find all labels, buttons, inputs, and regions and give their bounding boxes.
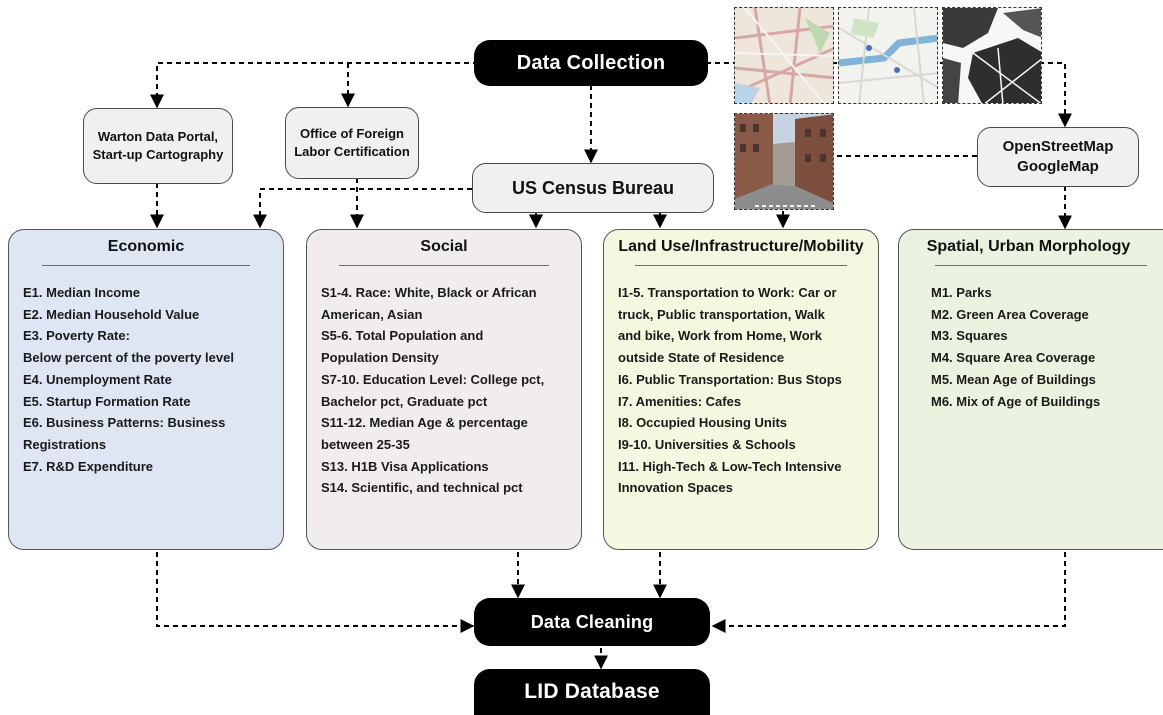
osm-line-1: OpenStreetMap xyxy=(1002,137,1114,155)
social-list: S1-4. Race: White, Black or African Amer… xyxy=(321,282,567,499)
economic-list: E1. Median Income E2. Median Household V… xyxy=(23,282,269,477)
spatial-panel: Spatial, Urban Morphology M1. Parks M2. … xyxy=(898,229,1163,550)
building-footprint-thumbnail xyxy=(942,7,1042,104)
social-item: S1-4. Race: White, Black or African xyxy=(321,285,537,300)
economic-title: Economic xyxy=(107,238,185,255)
data-collection-label: Data Collection xyxy=(516,51,666,74)
land-use-panel: Land Use/Infrastructure/Mobility I1-5. T… xyxy=(603,229,879,550)
land-use-title: Land Use/Infrastructure/Mobility xyxy=(618,238,864,255)
warton-line-2: Start-up Cartography xyxy=(92,147,224,162)
social-item: Population Density xyxy=(321,350,439,366)
us-census-box: US Census Bureau xyxy=(472,163,714,213)
social-title: Social xyxy=(420,238,468,255)
data-collection-node: Data Collection xyxy=(474,40,708,86)
economic-item: E1. Median Income xyxy=(23,285,141,300)
social-item: American, Asian xyxy=(321,306,423,322)
social-item: S11-12. Median Age & percentage xyxy=(321,415,528,431)
street-map-thumbnail xyxy=(734,7,834,104)
spatial-item: M2. Green Area Coverage xyxy=(931,306,1089,322)
social-item: S13. H1B Visa Applications xyxy=(321,458,489,474)
land-use-item: truck, Public transportation, Walk xyxy=(618,306,825,322)
oflc-source-box: Office of Foreign Labor Certification xyxy=(285,107,419,179)
transit-map-thumbnail xyxy=(838,7,938,104)
economic-item: E6. Business Patterns: Business xyxy=(23,415,226,431)
land-use-item: I1-5. Transportation to Work: Car or xyxy=(618,285,837,300)
land-use-list: I1-5. Transportation to Work: Car or tru… xyxy=(618,282,864,499)
oflc-line-2: Labor Certification xyxy=(294,144,410,159)
warton-line-1: Warton Data Portal, xyxy=(97,129,219,145)
land-use-item: I8. Occupied Housing Units xyxy=(618,415,788,431)
spatial-divider xyxy=(935,265,1147,266)
economic-item: E4. Unemployment Rate xyxy=(23,371,172,387)
economic-item: E2. Median Household Value xyxy=(23,306,200,322)
spatial-item: M4. Square Area Coverage xyxy=(931,350,1096,366)
land-use-item: I9-10. Universities & Schools xyxy=(618,436,796,452)
osm-line-2: GoogleMap xyxy=(1017,158,1099,175)
economic-divider xyxy=(42,265,250,266)
land-use-item: and bike, Work from Home, Work xyxy=(618,328,822,344)
spatial-item: M6. Mix of Age of Buildings xyxy=(931,393,1101,409)
social-item: between 25-35 xyxy=(321,436,410,452)
economic-item: E5. Startup Formation Rate xyxy=(23,393,191,409)
data-cleaning-label: Data Cleaning xyxy=(530,611,654,632)
social-item: S14. Scientific, and technical pct xyxy=(321,480,523,496)
social-item: S5-6. Total Population and xyxy=(321,328,484,344)
land-use-divider xyxy=(635,265,847,266)
spatial-list: M1. Parks M2. Green Area Coverage M3. Sq… xyxy=(913,282,1152,412)
spatial-item: M1. Parks xyxy=(931,285,992,300)
arrow-census-to-economic xyxy=(253,188,472,229)
land-use-item: I11. High-Tech & Low-Tech Intensive xyxy=(618,458,842,474)
economic-item: Registrations xyxy=(23,436,107,452)
economic-item: E7. R&D Expenditure xyxy=(23,458,154,474)
spatial-item: M5. Mean Age of Buildings xyxy=(931,371,1096,387)
arrow-collection-to-warton xyxy=(150,62,478,109)
land-use-item: I7. Amenities: Cafes xyxy=(618,393,742,409)
warton-source-box: Warton Data Portal, Start-up Cartography xyxy=(83,108,233,184)
street-view-photo xyxy=(734,113,834,210)
land-use-item: outside State of Residence xyxy=(618,350,785,366)
social-divider xyxy=(339,265,549,266)
spatial-title: Spatial, Urban Morphology xyxy=(926,238,1131,255)
economic-panel: Economic E1. Median Income E2. Median Ho… xyxy=(8,229,284,550)
arrow-economic-to-cleaning xyxy=(156,552,475,633)
land-use-item: I6. Public Transportation: Bus Stops xyxy=(618,371,842,387)
economic-item: Below percent of the poverty level xyxy=(23,350,234,366)
economic-item: E3. Poverty Rate: xyxy=(23,328,130,344)
social-item: Bachelor pct, Graduate pct xyxy=(321,393,488,409)
social-panel: Social S1-4. Race: White, Black or Afric… xyxy=(306,229,582,550)
osm-source-box: OpenStreetMap GoogleMap xyxy=(977,127,1139,187)
oflc-line-1: Office of Foreign xyxy=(299,126,404,142)
lid-database-label: LID Database xyxy=(524,680,660,703)
lid-database-node: LID Database xyxy=(474,669,710,715)
spatial-item: M3. Squares xyxy=(931,328,1008,344)
arrow-spatial-to-cleaning xyxy=(711,552,1066,633)
data-cleaning-node: Data Cleaning xyxy=(474,598,710,646)
us-census-label: US Census Bureau xyxy=(511,177,675,198)
social-item: S7-10. Education Level: College pct, xyxy=(321,371,545,387)
land-use-item: Innovation Spaces xyxy=(618,480,733,496)
